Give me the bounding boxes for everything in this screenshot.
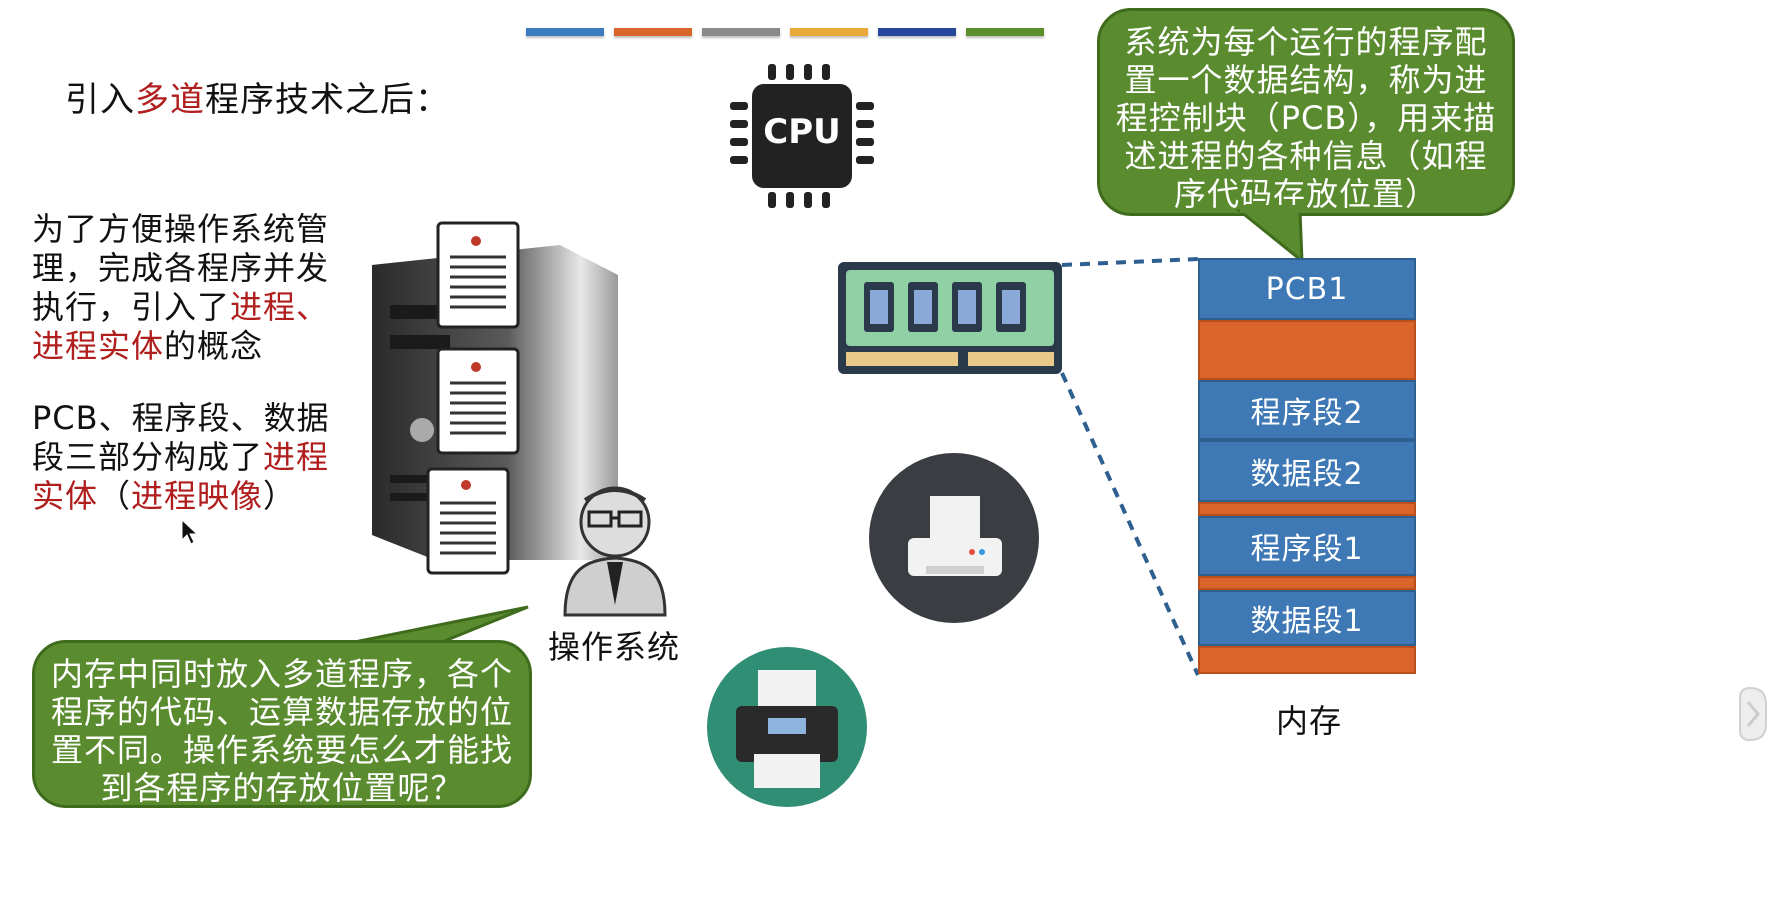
heading-post: 程序技术之后：: [205, 80, 450, 120]
heading-pre: 引入: [65, 80, 135, 120]
intro-line-4-highlight: 进程实体: [32, 327, 165, 365]
intro-line-3: 执行，引入了进程、: [32, 288, 352, 327]
heading-highlight: 多道: [135, 80, 205, 120]
pcb-line-3-highlight-2: 进程映像: [131, 477, 264, 515]
printer-color-icon: [707, 647, 867, 807]
ram-module-icon: [838, 262, 1062, 374]
operating-system-person-icon: [563, 486, 667, 617]
memory-block-pcb1: PCB1: [1198, 258, 1416, 320]
pcb-line-3-paren-open: （: [98, 477, 132, 515]
strip-segment-orange: [614, 28, 692, 36]
bubble-bottom-line-2: 程序的代码、运算数据存放的位: [50, 693, 513, 731]
cpu-chip-icon: [730, 64, 874, 208]
color-strip: [526, 28, 1044, 36]
pcb-paragraph: PCB、程序段、数据 段三部分构成了进程 实体（进程映像）: [32, 399, 352, 516]
server-tower-icon: [372, 221, 618, 575]
intro-line-3-text: 执行，引入了: [32, 288, 231, 326]
memory-block-data-seg-1: 数据段1: [1198, 590, 1416, 646]
intro-line-4: 进程实体的概念: [32, 327, 352, 366]
document-icon-3: [426, 467, 510, 575]
memory-block-free-3: [1198, 576, 1416, 590]
pcb-line-3-paren-close: ）: [263, 477, 297, 515]
cpu-label: CPU: [763, 112, 841, 152]
pcb-line-1: PCB、程序段、数据: [32, 399, 330, 437]
question-bubble: 内存中同时放入多道程序，各个 程序的代码、运算数据存放的位 置不同。操作系统要怎…: [32, 640, 532, 808]
strip-segment-blue: [526, 28, 604, 36]
mouse-cursor-icon: [181, 518, 199, 545]
intro-line-3-highlight: 进程、: [230, 288, 330, 326]
strip-segment-gray: [702, 28, 780, 36]
pcb-line-2: 段三部分构成了进程: [32, 438, 352, 477]
strip-segment-green: [966, 28, 1044, 36]
memory-block-free-4: [1198, 646, 1416, 674]
bubble-bottom-line-3: 置不同。操作系统要怎么才能找: [50, 731, 513, 769]
bubble-bottom-line-1: 内存中同时放入多道程序，各个: [50, 655, 513, 693]
bubble-top-line-2: 置一个数据结构，称为进: [1124, 61, 1488, 99]
pcb-explanation-bubble: 系统为每个运行的程序配 置一个数据结构，称为进 程控制块（PCB），用来描 述进…: [1097, 8, 1515, 216]
os-label: 操作系统: [548, 628, 681, 666]
intro-line-2: 理，完成各程序并发: [32, 249, 330, 287]
pcb-line-2-highlight: 进程: [263, 438, 330, 476]
intro-line-1: 为了方便操作系统管: [32, 210, 330, 248]
bubble-top-line-1: 系统为每个运行的程序配: [1124, 23, 1488, 61]
memory-block-program-seg-1: 程序段1: [1198, 516, 1416, 576]
bubble-top-tail: [1235, 205, 1304, 263]
strip-segment-yellow: [790, 28, 868, 36]
intro-line-4-text: 的概念: [164, 327, 264, 365]
next-slide-icon[interactable]: [1736, 684, 1768, 744]
memory-block-data-seg-2: 数据段2: [1198, 440, 1416, 502]
bubble-top-line-4: 述进程的各种信息（如程: [1124, 137, 1488, 175]
strip-segment-navy: [878, 28, 956, 36]
pcb-line-3-highlight: 实体: [32, 477, 99, 515]
intro-paragraph: 为了方便操作系统管 理，完成各程序并发 执行，引入了进程、 进程实体的概念: [32, 210, 352, 366]
memory-caption: 内存: [1276, 702, 1343, 740]
memory-block-free-1: [1198, 320, 1416, 380]
bubble-bottom-line-4: 到各程序的存放位置呢？: [100, 769, 464, 807]
slide-heading: 引入多道程序技术之后：: [65, 72, 450, 121]
memory-block-program-seg-2: 程序段2: [1198, 380, 1416, 440]
pcb-line-3: 实体（进程映像）: [32, 477, 352, 516]
bubble-top-line-5: 序代码存放位置）: [1173, 175, 1438, 213]
document-icon-1: [436, 221, 520, 329]
document-icon-2: [436, 347, 520, 455]
printer-icon: [869, 453, 1039, 623]
pcb-line-2-text: 段三部分构成了: [32, 438, 264, 476]
bubble-top-line-3: 程控制块（PCB），用来描: [1115, 99, 1497, 137]
ram-memory-connector: [1060, 257, 1200, 676]
memory-block-free-2: [1198, 502, 1416, 516]
